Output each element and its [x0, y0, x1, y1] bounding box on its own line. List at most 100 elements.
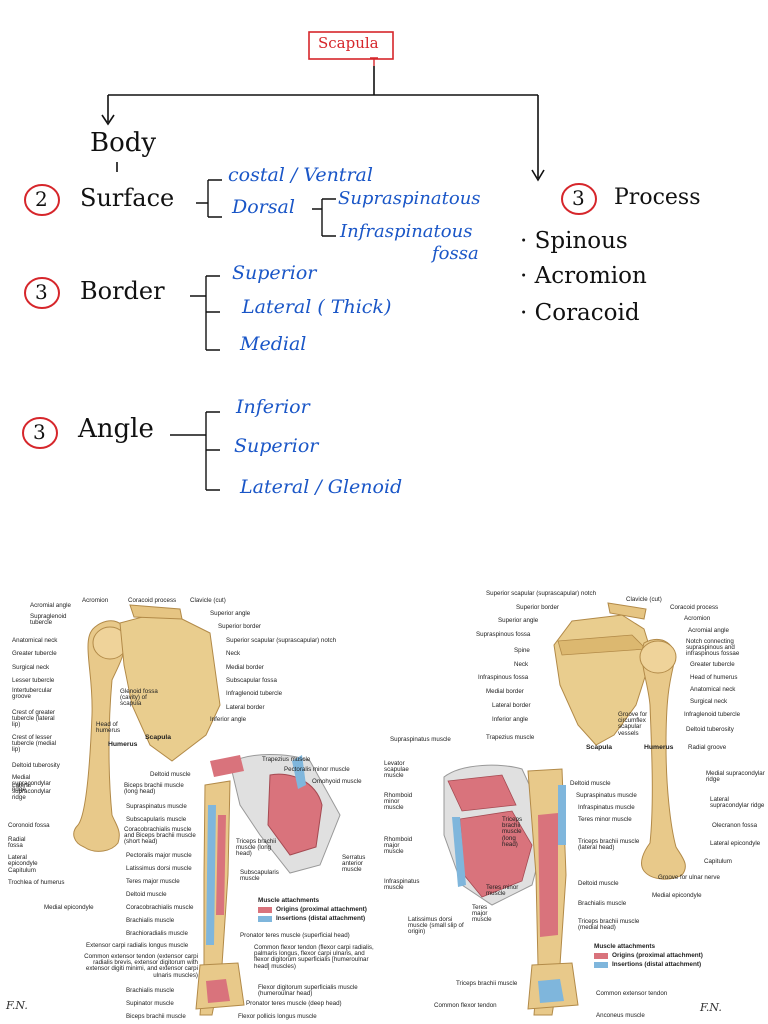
label-deltoid2: Deltoid muscle — [126, 891, 167, 898]
angle-item-inferior: Inferior — [236, 396, 310, 418]
rlabel-medial-supracondylar: Medial supracondylar ridge — [706, 770, 765, 784]
body-label: Body — [90, 128, 157, 158]
rlabel-teres-major: Teres major muscle — [472, 904, 492, 924]
border-item-superior: Superior — [232, 262, 317, 284]
rlabel-supraspinatus: Supraspinatus muscle — [390, 736, 451, 743]
root-box — [308, 31, 394, 60]
rlabel-spine: Spine — [514, 647, 530, 654]
rlabel-humerus: Humerus — [644, 744, 674, 751]
rlabel-clavicle-cut: Clavicle (cut) — [626, 596, 662, 603]
label-lateral-supracondylar: Lateral supracondylar ridge — [12, 782, 51, 802]
rlabel-supraspinatus2: Supraspinatus muscle — [576, 792, 637, 799]
label-acromion: Acromion — [82, 597, 109, 604]
posterior-illustration — [443, 602, 686, 1016]
rlabel-notch: Notch connecting supraspinous and infras… — [686, 638, 740, 658]
label-infraglenoid-tubercle: Infraglenoid tubercle — [226, 690, 283, 697]
label-capitulum: Capitulum — [8, 867, 36, 874]
anterior-illustration — [73, 604, 341, 1016]
legend-origins: Origins (proximal attachment) — [612, 952, 703, 959]
rlabel-teres-minor2: Teres minor muscle — [486, 884, 519, 898]
label-anatomical-neck: Anatomical neck — [12, 637, 58, 644]
label-coracoid-process: Coracoid process — [128, 597, 177, 604]
label-neck: Neck — [226, 650, 241, 657]
label-lateral-epicondyle: Lateral epicondyle — [8, 854, 38, 868]
label-glenoid-fossa: Glenoid fossa (cavity) of scapula — [120, 688, 158, 708]
rlabel-levator: Levator scapulae muscle — [384, 760, 409, 780]
origin-swatch — [594, 952, 608, 959]
anatomy-plate-anterior: Acromial angle Acromion Coracoid process… — [0, 585, 382, 1024]
label-triceps-long: Triceps brachii muscle (long head) — [236, 838, 277, 858]
legend-insertions: Insertions (distal attachment) — [612, 961, 702, 968]
surface-item-dorsal: Dorsal — [232, 196, 295, 218]
rlabel-latissimus: Latissimus dorsi muscle (small slip of o… — [408, 916, 464, 936]
border-item-lateral: Lateral ( Thick) — [242, 296, 392, 318]
label-brachialis: Brachialis muscle — [126, 917, 175, 924]
angle-number-circle — [22, 417, 58, 449]
label-clavicle-cut: Clavicle (cut) — [190, 597, 226, 604]
rlabel-deltoid: Deltoid muscle — [570, 780, 611, 787]
legend-title: Muscle attachments — [594, 943, 656, 950]
label-coracobrachialis-biceps: Coracobrachialis muscle and Biceps brach… — [124, 826, 196, 846]
label-supraspinatus: Supraspinatus muscle — [126, 803, 187, 810]
label-common-flexor: Common flexor tendon (flexor carpi radia… — [254, 944, 374, 970]
angle-item-superior: Superior — [234, 435, 319, 457]
angle-label: Angle — [78, 414, 154, 444]
label-medial-supracondylar: Medial supracondylar ridge — [12, 774, 51, 794]
label-lesser-tubercle: Lesser tubercle — [12, 677, 55, 684]
label-brachioradialis: Brachioradialis muscle — [126, 930, 188, 937]
label-lateral-border: Lateral border — [226, 704, 265, 711]
label-supraglenoid: Supraglenoid tubercle — [30, 613, 67, 627]
label-coracobrachialis: Coracobrachialis muscle — [126, 904, 194, 911]
rlabel-triceps-brachii: Triceps brachii muscle — [456, 980, 518, 987]
rlabel-teres-minor: Teres minor muscle — [578, 816, 632, 823]
rlabel-triceps-long: Triceps brachii muscle (long head) — [502, 816, 523, 848]
rlabel-infraspinatus: Infraspinatus muscle — [578, 804, 635, 811]
label-suprascapular-notch: Superior scapular (suprascapular) notch — [226, 637, 337, 644]
rlabel-infraspinatus2: Infraspinatus muscle — [384, 878, 420, 892]
border-number-circle — [24, 277, 60, 309]
label-subscapularis2: Subscapularis muscle — [240, 869, 279, 883]
rlabel-radial-groove: Radial groove — [688, 744, 727, 751]
root-label: Scapula — [318, 34, 379, 52]
label-superior-angle: Superior angle — [210, 610, 251, 617]
border-number: 3 — [35, 280, 48, 304]
rlabel-anconeus: Anconeus muscle — [596, 1012, 645, 1019]
signature-right: F.N. — [700, 1001, 722, 1014]
label-supinator: Supinator muscle — [126, 1000, 174, 1007]
label-ecrl: Extensor carpi radialis longus muscle — [86, 942, 189, 949]
surface-label: Surface — [80, 184, 175, 212]
rlabel-lateral-border: Lateral border — [492, 702, 531, 709]
rlabel-groove-ulnar: Groove for ulnar nerve — [658, 874, 720, 881]
label-fpl: Flexor pollicis longus muscle — [238, 1013, 317, 1020]
border-item-medial: Medial — [240, 333, 307, 355]
dorsal-child-infraspinatous: Infraspinatous — [340, 221, 473, 242]
surface-number: 2 — [35, 187, 48, 211]
rlabel-acromion: Acromion — [684, 615, 711, 622]
legend-origins: Origins (proximal attachment) — [276, 906, 367, 913]
label-serratus: Serratus anterior muscle — [342, 854, 366, 874]
label-pronator-deep: Pronator teres muscle (deep head) — [246, 1000, 342, 1007]
label-subscapular-fossa: Subscapular fossa — [226, 677, 277, 684]
label-head-humerus: Head of humerus — [96, 721, 121, 735]
process-item-coracoid: · Coracoid — [520, 300, 640, 326]
label-subscapularis: Subscapularis muscle — [126, 816, 187, 823]
label-teres-major: Teres major muscle — [126, 878, 180, 885]
insertion-swatch — [258, 915, 272, 922]
process-label: Process — [614, 185, 701, 210]
rlabel-rhomboid-minor: Rhomboid minor muscle — [384, 792, 413, 812]
label-crest-greater: Crest of greater tubercle (lateral lip) — [12, 709, 55, 729]
rlabel-infraspinous-fossa: Infraspinous fossa — [478, 674, 529, 681]
rlabel-common-flexor: Common flexor tendon — [434, 1002, 497, 1009]
label-biceps2: Biceps brachii muscle — [126, 1013, 186, 1020]
label-medial-epicondyle: Medial epicondyle — [44, 904, 94, 911]
rlabel-olecranon-fossa: Olecranon fossa — [712, 822, 758, 829]
rlabel-triceps-lateral: Triceps brachii muscle (lateral head) — [578, 838, 640, 852]
label-pronator-sup: Pronator teres muscle (superficial head) — [240, 932, 350, 939]
label-biceps-long: Biceps brachii muscle (long head) — [124, 782, 184, 796]
label-brachialis2: Brachialis muscle — [126, 987, 175, 994]
label-surgical-neck: Surgical neck — [12, 664, 50, 671]
label-coronoid-fossa: Coronoid fossa — [8, 822, 50, 829]
rlabel-lateral-supracondylar: Lateral supracondylar ridge — [710, 796, 765, 810]
insertion-swatch — [594, 961, 608, 968]
rlabel-greater-tubercle: Greater tubercle — [690, 661, 735, 668]
